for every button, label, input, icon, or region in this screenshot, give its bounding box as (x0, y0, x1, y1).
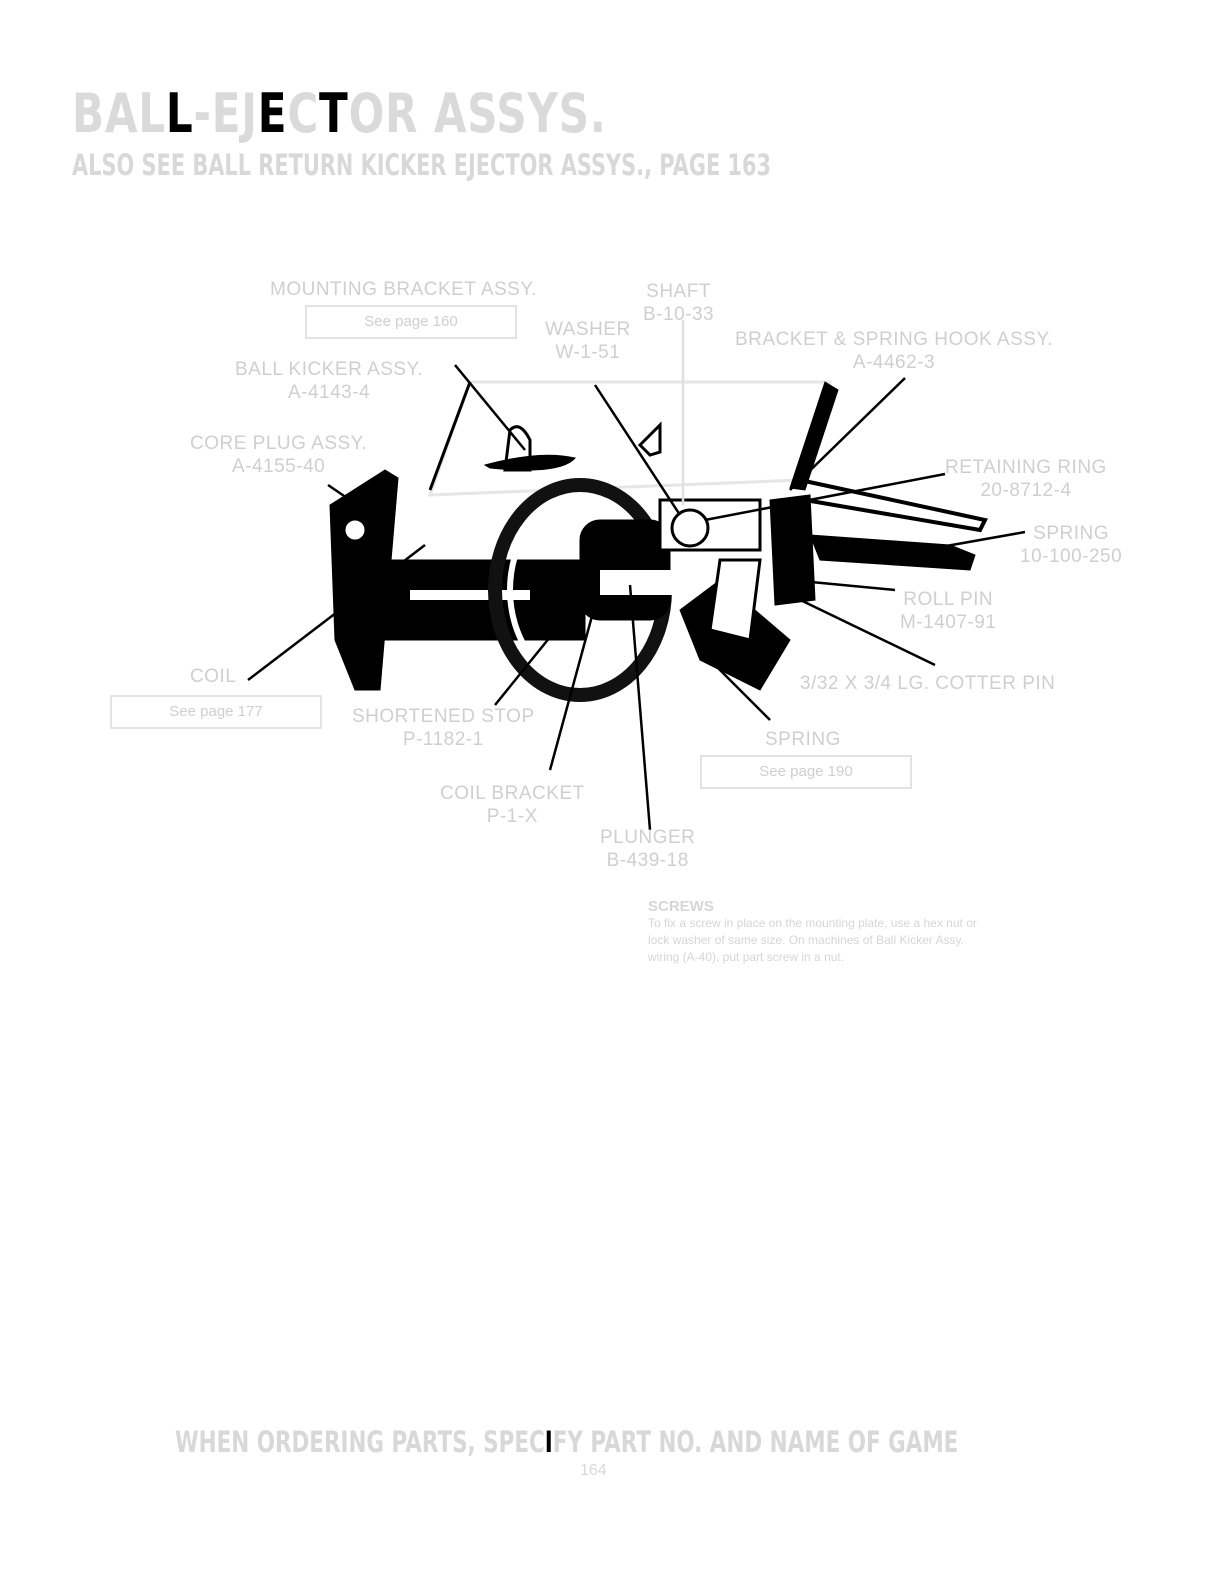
page-title: BALL-EJECTOR ASSYS. (72, 82, 607, 145)
shortened-stop-name: SHORTENED STOP (352, 706, 535, 727)
spring-top-name: SPRING (1033, 523, 1110, 544)
shortened-stop-part: P-1182-1 (402, 729, 484, 750)
coil-ref: See page 177 (110, 695, 322, 729)
assembly-drawing (329, 380, 988, 702)
page-number: 164 (580, 1462, 607, 1479)
cotter-pin-label: 3/32 X 3/4 LG. COTTER PIN (800, 673, 1056, 694)
bracket-spring-hook-part: A-4462-3 (852, 352, 936, 373)
note-line: To fix a screw in place on the mounting … (648, 916, 977, 930)
footer-segment: WHEN ORDERING PARTS, SPEC (175, 1425, 545, 1459)
leader-lines (247, 320, 1026, 831)
note-line: wiring (A-40), put part screw in a nut. (648, 950, 845, 964)
core-plug-label: CORE PLUG ASSY.A-4155-40 (190, 432, 367, 478)
bracket-spring-hook-label: BRACKET & SPRING HOOK ASSY.A-4462-3 (735, 328, 1053, 374)
spring-bottom-ref: See page 190 (700, 755, 912, 789)
screws-note: SCREWS To fix a screw in place on the mo… (648, 898, 1148, 966)
title-segment: L (165, 82, 194, 145)
plunger-name: PLUNGER (600, 827, 696, 848)
coil-bracket-name: COIL BRACKET (440, 783, 585, 804)
shaft-part: B-10-33 (643, 304, 715, 325)
mounting-bracket-label: MOUNTING BRACKET ASSY. (270, 279, 537, 300)
title-segment: C (287, 82, 320, 145)
ball-ejector-diagram (247, 320, 1026, 831)
core-plug-part: A-4155-40 (231, 456, 326, 477)
bracket-spring-hook-name: BRACKET & SPRING HOOK ASSY. (735, 329, 1053, 350)
note-heading: SCREWS (648, 898, 714, 915)
roll-pin-part: M-1407-91 (900, 612, 997, 633)
title-segment: -EJ (193, 82, 258, 145)
roll-pin-name: ROLL PIN (903, 589, 994, 610)
title-segment: OR ASSYS. (348, 82, 607, 145)
footer-segment: FY PART NO. AND NAME OF GAME (552, 1425, 959, 1459)
mounting-bracket-ref: See page 160 (305, 305, 517, 339)
page-subtitle: ALSO SEE BALL RETURN KICKER EJECTOR ASSY… (72, 148, 772, 182)
retaining-ring-name: RETAINING RING (945, 457, 1107, 478)
coil-bracket-part: P-1-X (486, 806, 538, 827)
ball-kicker-name: BALL KICKER ASSY. (235, 359, 424, 380)
title-segment: E (257, 82, 288, 145)
footer-segment: I (544, 1425, 553, 1459)
ball-kicker-part: A-4143-4 (287, 382, 371, 403)
note-line: lock washer of same size. On machines of… (648, 933, 964, 947)
spring-top-part: 10-100-250 (1020, 546, 1123, 567)
washer-name: WASHER (545, 319, 631, 340)
ordering-footer: WHEN ORDERING PARTS, SPECIFY PART NO. AN… (175, 1425, 958, 1459)
ball-kicker-label: BALL KICKER ASSY.A-4143-4 (235, 358, 423, 404)
title-segment: T (319, 82, 349, 145)
coil-label: COIL (190, 666, 237, 687)
retaining-ring-part: 20-8712-4 (980, 480, 1072, 501)
core-plug-name: CORE PLUG ASSY. (190, 433, 368, 454)
shaft-name: SHAFT (646, 281, 711, 302)
title-segment: BAL (72, 82, 166, 145)
spring-bottom-label: SPRING (765, 729, 841, 750)
washer-part: W-1-51 (555, 342, 621, 363)
plunger-part: B-439-18 (606, 850, 689, 871)
